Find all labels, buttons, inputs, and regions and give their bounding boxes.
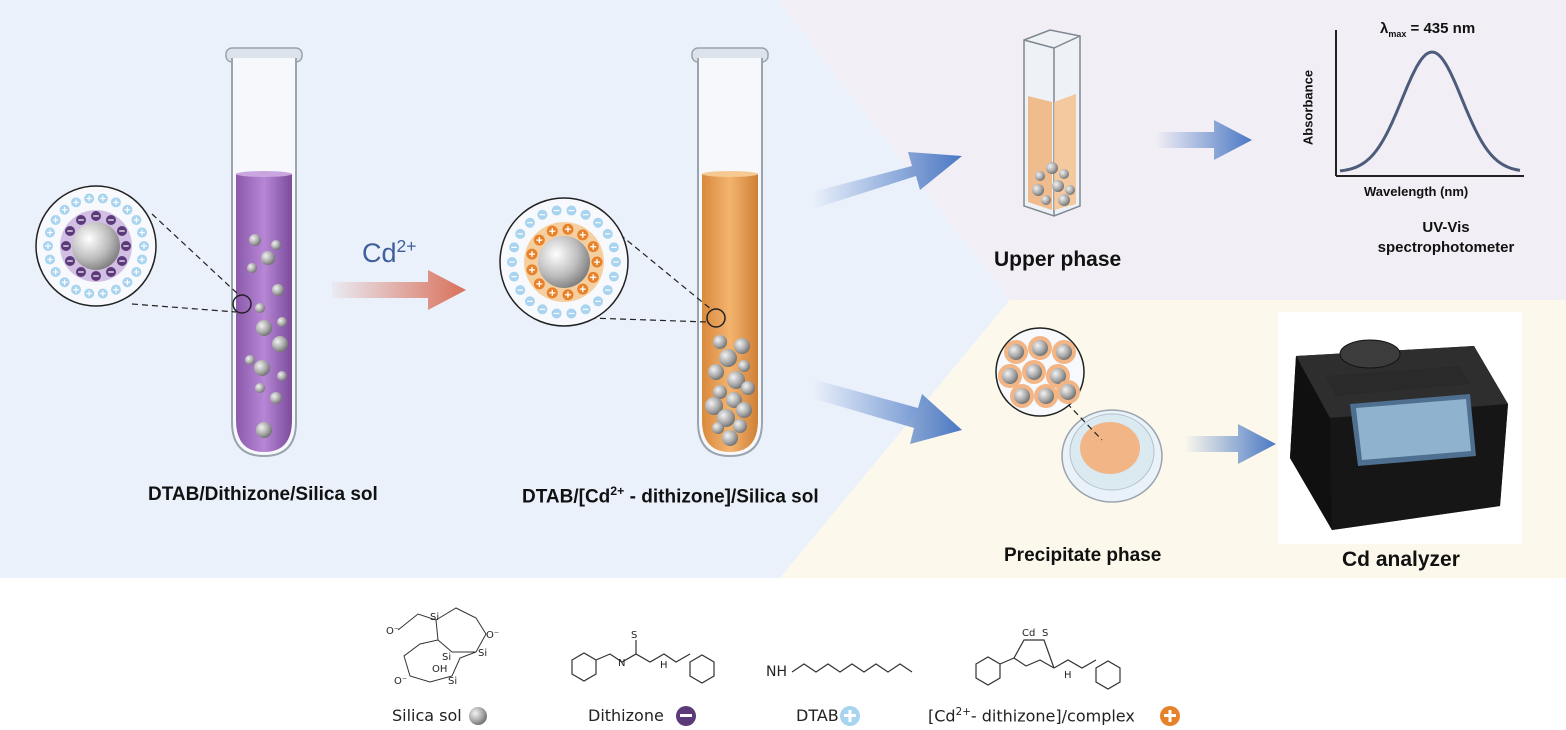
- complex-structure: [975, 639, 1121, 690]
- silica-structure: [397, 607, 487, 683]
- arrow-to-spectrometer: [1156, 120, 1252, 160]
- silica-sol-legend-icon: [469, 707, 487, 725]
- atom-oh: OH: [432, 664, 448, 675]
- arrow-to-upper-phase: [812, 152, 962, 208]
- absorbance-spectrum-plot: [1335, 30, 1524, 177]
- atom-o-minus-1: O⁻: [386, 626, 400, 637]
- legend-complex: [Cd2+- dithizone]/complex: [928, 706, 1135, 726]
- atom-si-4: Si: [448, 676, 458, 687]
- arrow-to-cd-analyzer: [1184, 424, 1276, 464]
- spectrum-curve: [1339, 50, 1521, 173]
- atom-o-minus-2: O⁻: [486, 630, 500, 641]
- test-tube-purple: [225, 47, 303, 458]
- dithizone-structure: [571, 640, 715, 684]
- atom-n-dithizone: N: [618, 658, 626, 669]
- upper-phase-label: Upper phase: [994, 248, 1122, 271]
- atom-cd-complex: Cd: [1022, 628, 1036, 639]
- zoom-circle-complex-micelle: [499, 197, 629, 327]
- x-axis-label: Wavelength (nm): [1364, 184, 1469, 199]
- petri-dish: [1061, 409, 1163, 503]
- y-axis-label: Absorbance: [1300, 69, 1316, 146]
- solution-2-label: DTAB/[Cd2+ - dithizone]/Silica sol: [522, 484, 819, 508]
- cd-addition-arrow: [332, 270, 466, 310]
- cd-ion-label: Cd2+: [362, 236, 417, 268]
- precipitate-phase-label: Precipitate phase: [1004, 545, 1162, 566]
- atom-si-1: Si: [430, 612, 440, 623]
- atom-s-dithizone: S: [631, 630, 638, 641]
- upper-right-panel-bg: [778, 0, 1566, 300]
- arrow-to-precipitate: [812, 380, 962, 444]
- atom-si-2: Si: [442, 652, 452, 663]
- cd-analyzer-label: Cd analyzer: [1342, 548, 1460, 571]
- atom-si-3: Si: [478, 648, 488, 659]
- atom-h-complex: H: [1064, 670, 1072, 681]
- atom-h-dithizone: H: [660, 660, 668, 671]
- test-tube-orange: [691, 47, 769, 458]
- atom-nh-dtab: NH: [766, 664, 787, 680]
- atom-o-minus-3: O⁻: [394, 676, 408, 687]
- solution-1-label: DTAB/Dithizone/Silica sol: [148, 484, 378, 505]
- legend-dtab: DTAB: [796, 706, 839, 725]
- atom-s-complex: S: [1042, 628, 1049, 639]
- lambda-max-label: λmax = 435 nm: [1380, 20, 1476, 39]
- cd-analyzer-device: [1278, 312, 1522, 544]
- cuvette: [1023, 29, 1081, 217]
- legend-silica: Silica sol: [392, 706, 462, 725]
- zoom-circle-dithizone-micelle: [35, 185, 157, 307]
- legend-dithizone: Dithizone: [588, 706, 664, 725]
- dtab-structure: [791, 663, 913, 673]
- zoom-circle-precipitate: [995, 327, 1085, 417]
